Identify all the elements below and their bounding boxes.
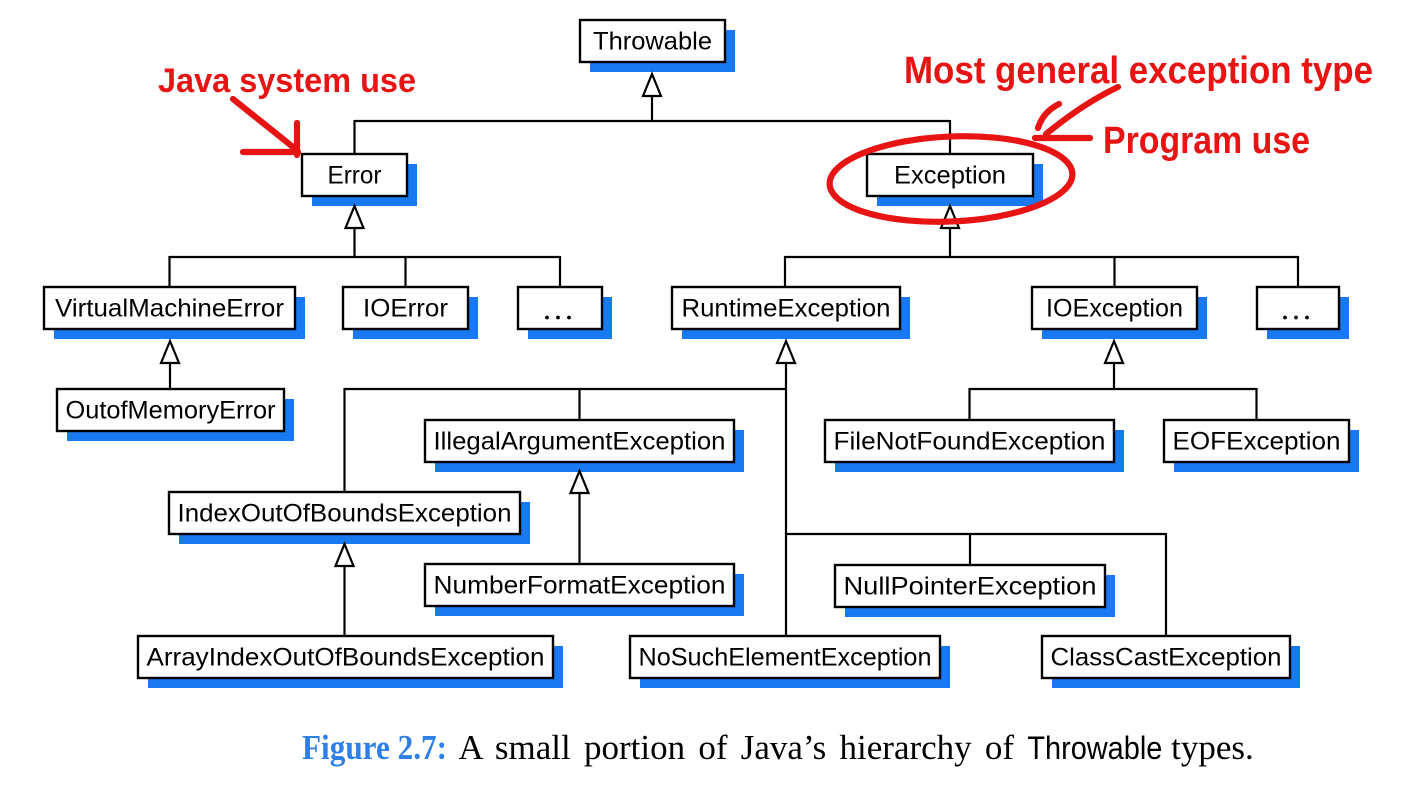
svg-text:Program use: Program use <box>1103 120 1310 162</box>
svg-text:OutofMemoryError: OutofMemoryError <box>66 397 276 425</box>
svg-text:ArrayIndexOutOfBoundsException: ArrayIndexOutOfBoundsException <box>147 644 545 672</box>
svg-text:Most general exception type: Most general exception type <box>904 50 1373 92</box>
svg-text:NumberFormatException: NumberFormatException <box>434 572 726 600</box>
svg-text:Figure 2.7: A small portion of: Figure 2.7: A small portion of Java’s hi… <box>302 728 1254 767</box>
svg-text:Java system use: Java system use <box>158 62 416 100</box>
svg-text:Exception: Exception <box>894 162 1006 190</box>
svg-text:Error: Error <box>328 162 382 190</box>
svg-text:IllegalArgumentException: IllegalArgumentException <box>434 428 726 456</box>
svg-text:NoSuchElementException: NoSuchElementException <box>639 644 932 672</box>
svg-text:NullPointerException: NullPointerException <box>844 573 1097 601</box>
svg-text:EOFException: EOFException <box>1173 428 1341 456</box>
svg-text:RuntimeException: RuntimeException <box>682 295 891 323</box>
svg-text:ClassCastException: ClassCastException <box>1051 644 1282 672</box>
svg-text:IOException: IOException <box>1046 295 1183 323</box>
svg-text:VirtualMachineError: VirtualMachineError <box>55 295 284 323</box>
svg-text:Throwable: Throwable <box>593 28 712 56</box>
svg-text:FileNotFoundException: FileNotFoundException <box>834 428 1106 456</box>
svg-text:IOError: IOError <box>363 295 448 323</box>
svg-text:IndexOutOfBoundsException: IndexOutOfBoundsException <box>178 500 512 528</box>
